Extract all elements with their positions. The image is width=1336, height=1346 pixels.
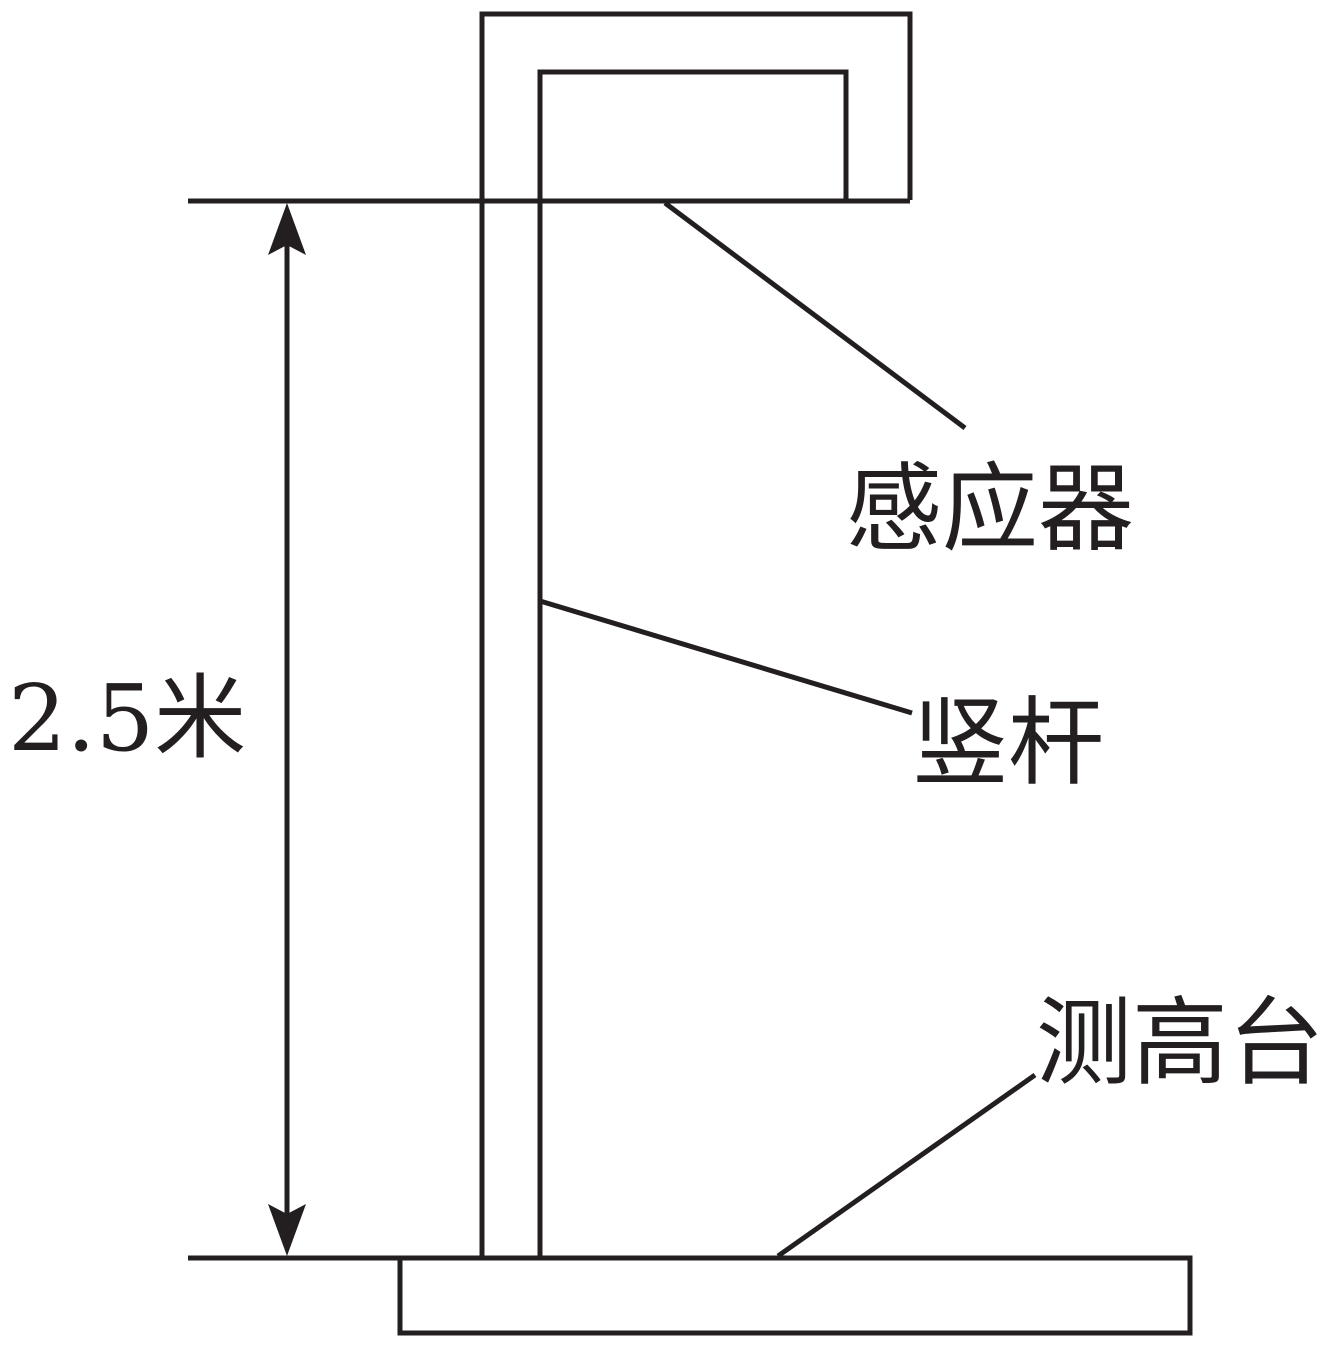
pole-inner-outline	[537, 69, 849, 1258]
platform-leader-line	[776, 1072, 1037, 1259]
measuring-platform	[397, 1255, 1193, 1336]
height-label: 2.5米	[8, 665, 246, 772]
arrow-up-icon	[268, 203, 306, 255]
arrow-down-icon	[268, 1204, 306, 1256]
platform-label: 测高台	[1036, 987, 1324, 1099]
sensor-label: 感应器	[846, 453, 1134, 565]
pole-leader-line	[539, 598, 913, 716]
pole-outer-outline	[479, 11, 913, 1258]
sensor-leader-line	[663, 201, 967, 430]
pole-label: 竖杆	[912, 687, 1104, 799]
